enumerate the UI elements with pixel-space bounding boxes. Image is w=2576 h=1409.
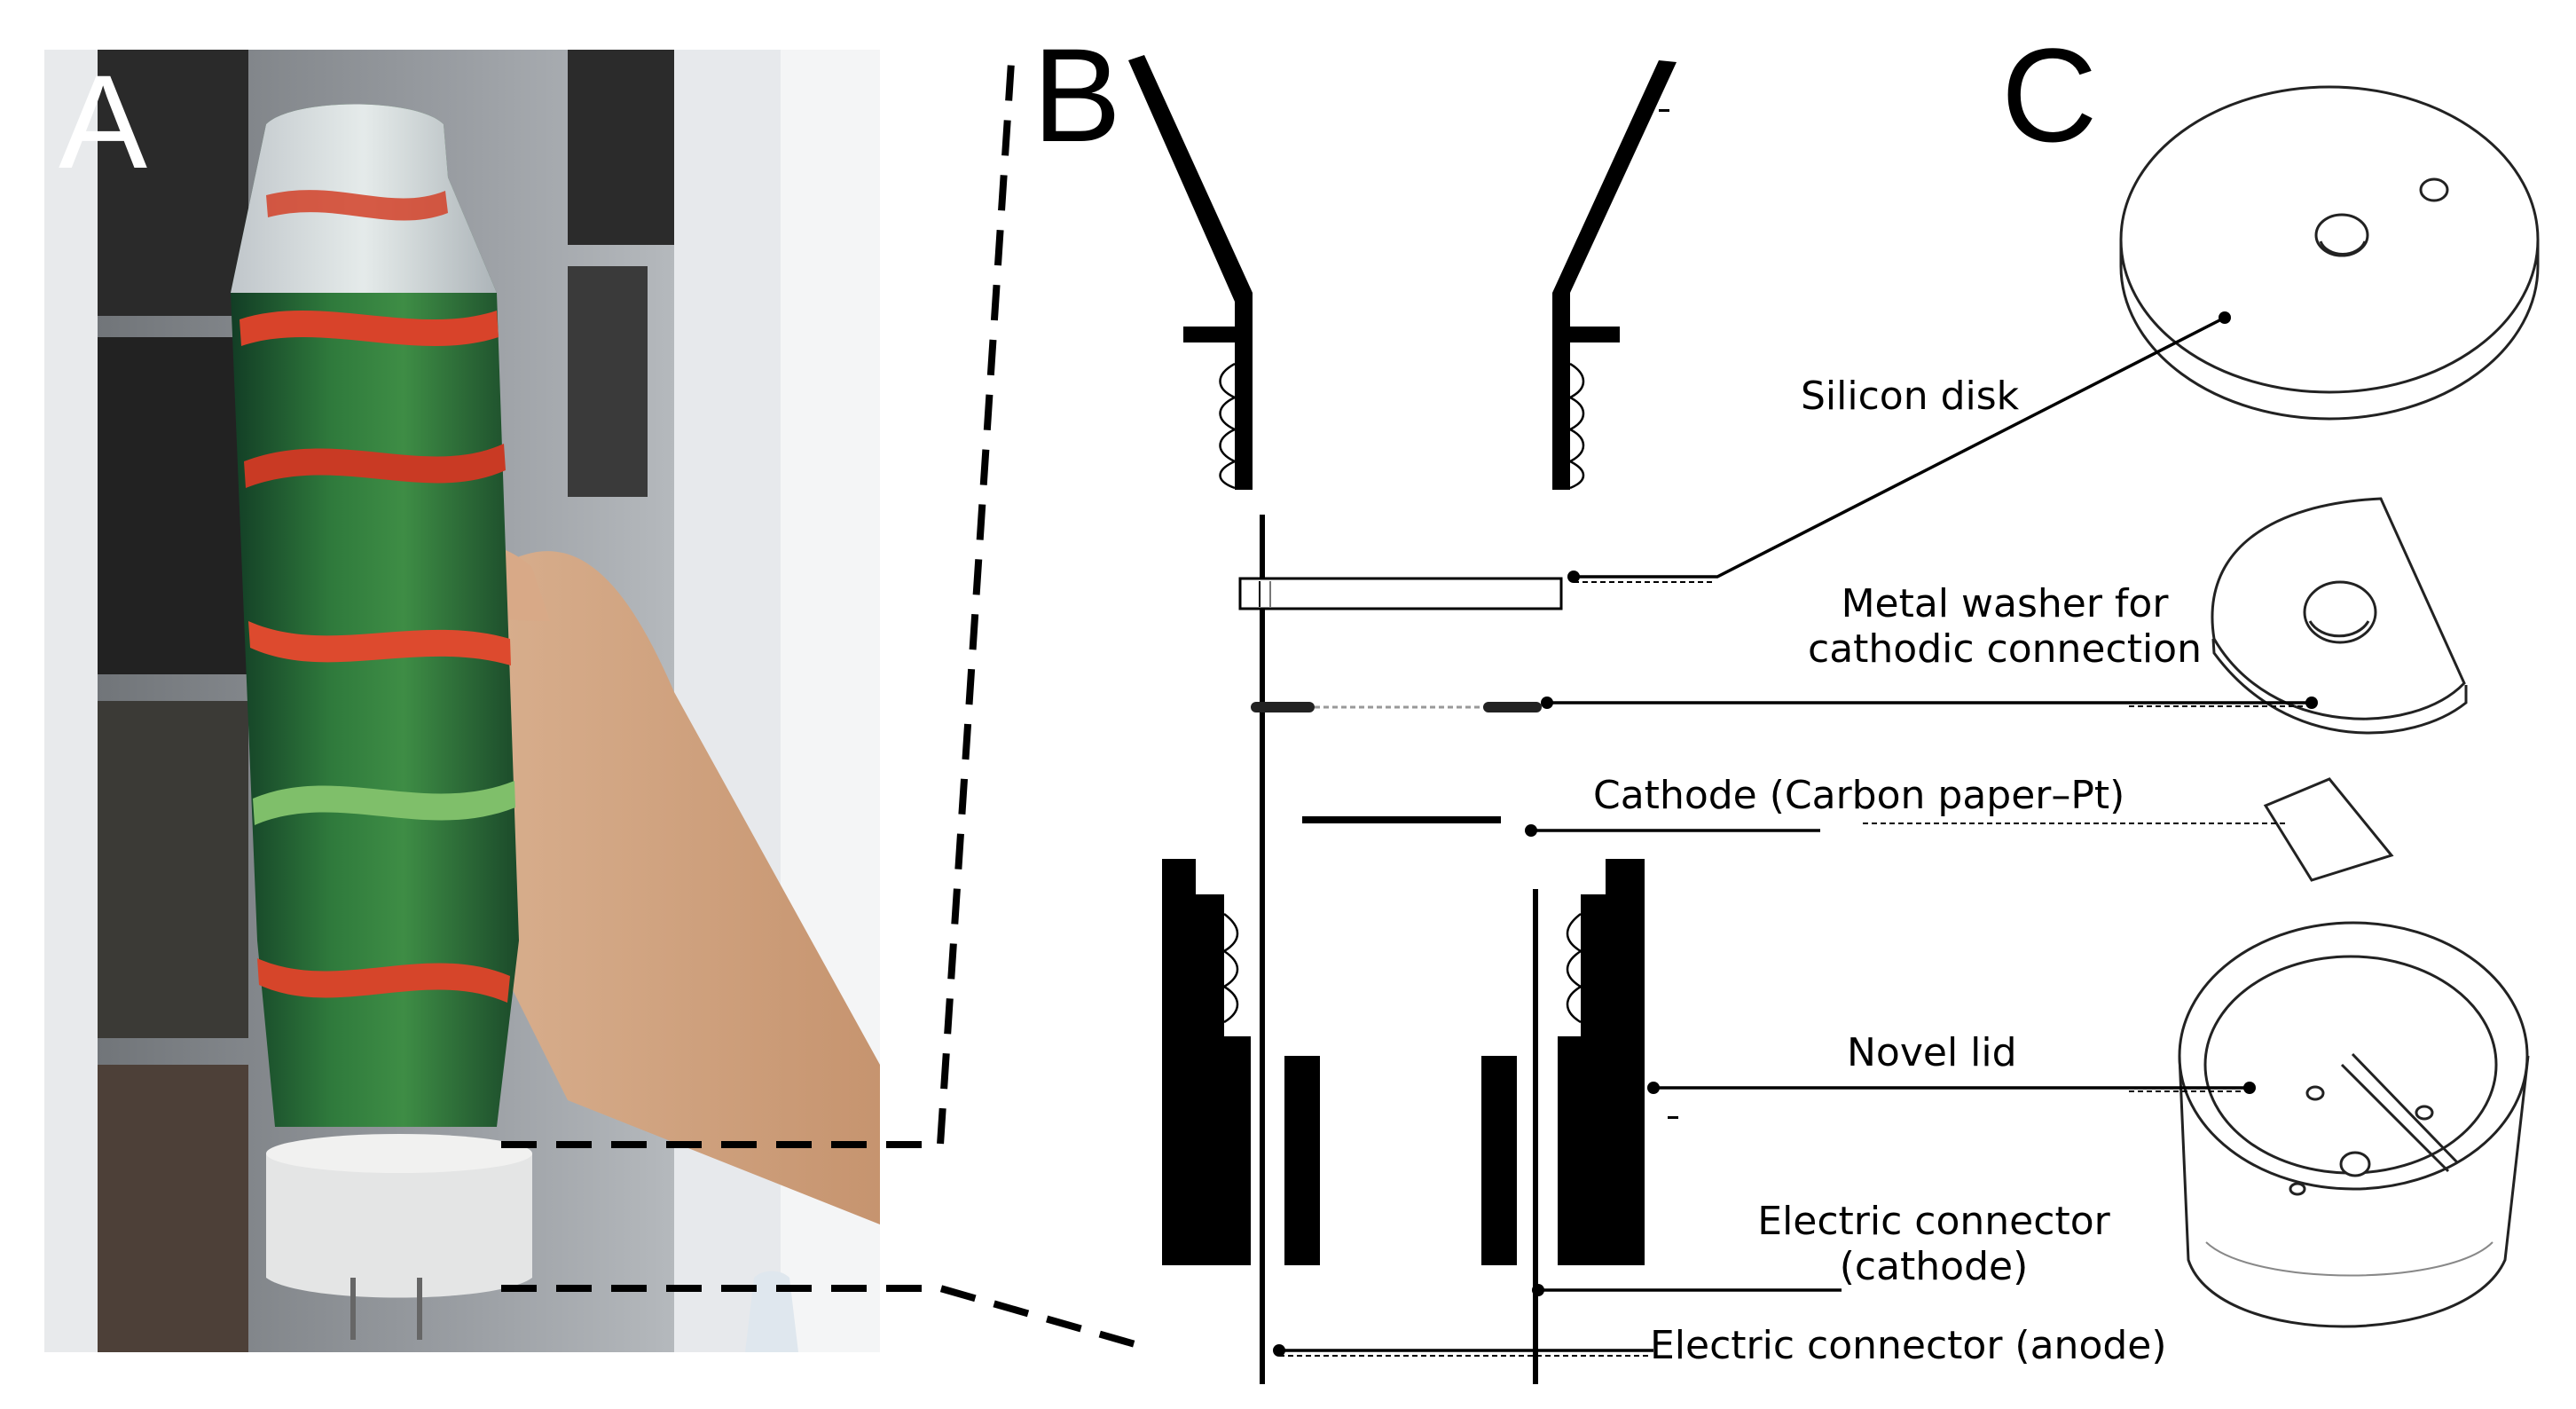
- bottle-collar-right: [1552, 327, 1620, 342]
- lid-inner-left: [1284, 1056, 1320, 1265]
- lid-body-right: [1558, 859, 1645, 1265]
- metal-washer-3d: [2211, 497, 2468, 735]
- lid-body-left: [1162, 859, 1251, 1265]
- label-connector-anode: Electric connector (anode): [1650, 1323, 2167, 1368]
- panel-label-b: B: [1033, 20, 1122, 169]
- bottle-collar-left: [1183, 327, 1251, 342]
- metal-washer-left: [1251, 702, 1315, 712]
- label-silicon-disk: Silicon disk: [1801, 374, 2020, 419]
- panel-label-a: A: [59, 47, 148, 196]
- bottle-wall-right: [1552, 60, 1677, 490]
- metal-washer-right: [1483, 702, 1542, 712]
- silicon-disk-section: [1238, 577, 1563, 610]
- novel-lid-3d: [2178, 921, 2530, 1328]
- label-connector-cathode-line2: (cathode): [1839, 1243, 2029, 1289]
- label-novel-lid: Novel lid: [1847, 1030, 2017, 1075]
- label-metal-washer-line1: Metal washer for: [1841, 581, 2169, 626]
- label-metal-washer: Metal washer for cathodic connection: [1783, 581, 2227, 672]
- panel-label-c: C: [2001, 20, 2098, 169]
- label-cathode: Cathode (Carbon paper–Pt): [1593, 773, 2125, 818]
- label-connector-cathode-line1: Electric connector: [1757, 1199, 2110, 1244]
- label-connector-cathode: Electric connector (cathode): [1703, 1199, 2164, 1289]
- label-metal-washer-line2: cathodic connection: [1808, 626, 2202, 672]
- bottle-wall-left: [1128, 55, 1253, 490]
- leader-silicon-disk: [1574, 316, 2226, 579]
- cathode-section: [1302, 816, 1501, 823]
- anode-rod: [1260, 515, 1265, 1384]
- cathode-connector-rod: [1533, 889, 1538, 1384]
- lid-inner-right: [1481, 1056, 1517, 1265]
- cathode-3d: [2263, 777, 2394, 882]
